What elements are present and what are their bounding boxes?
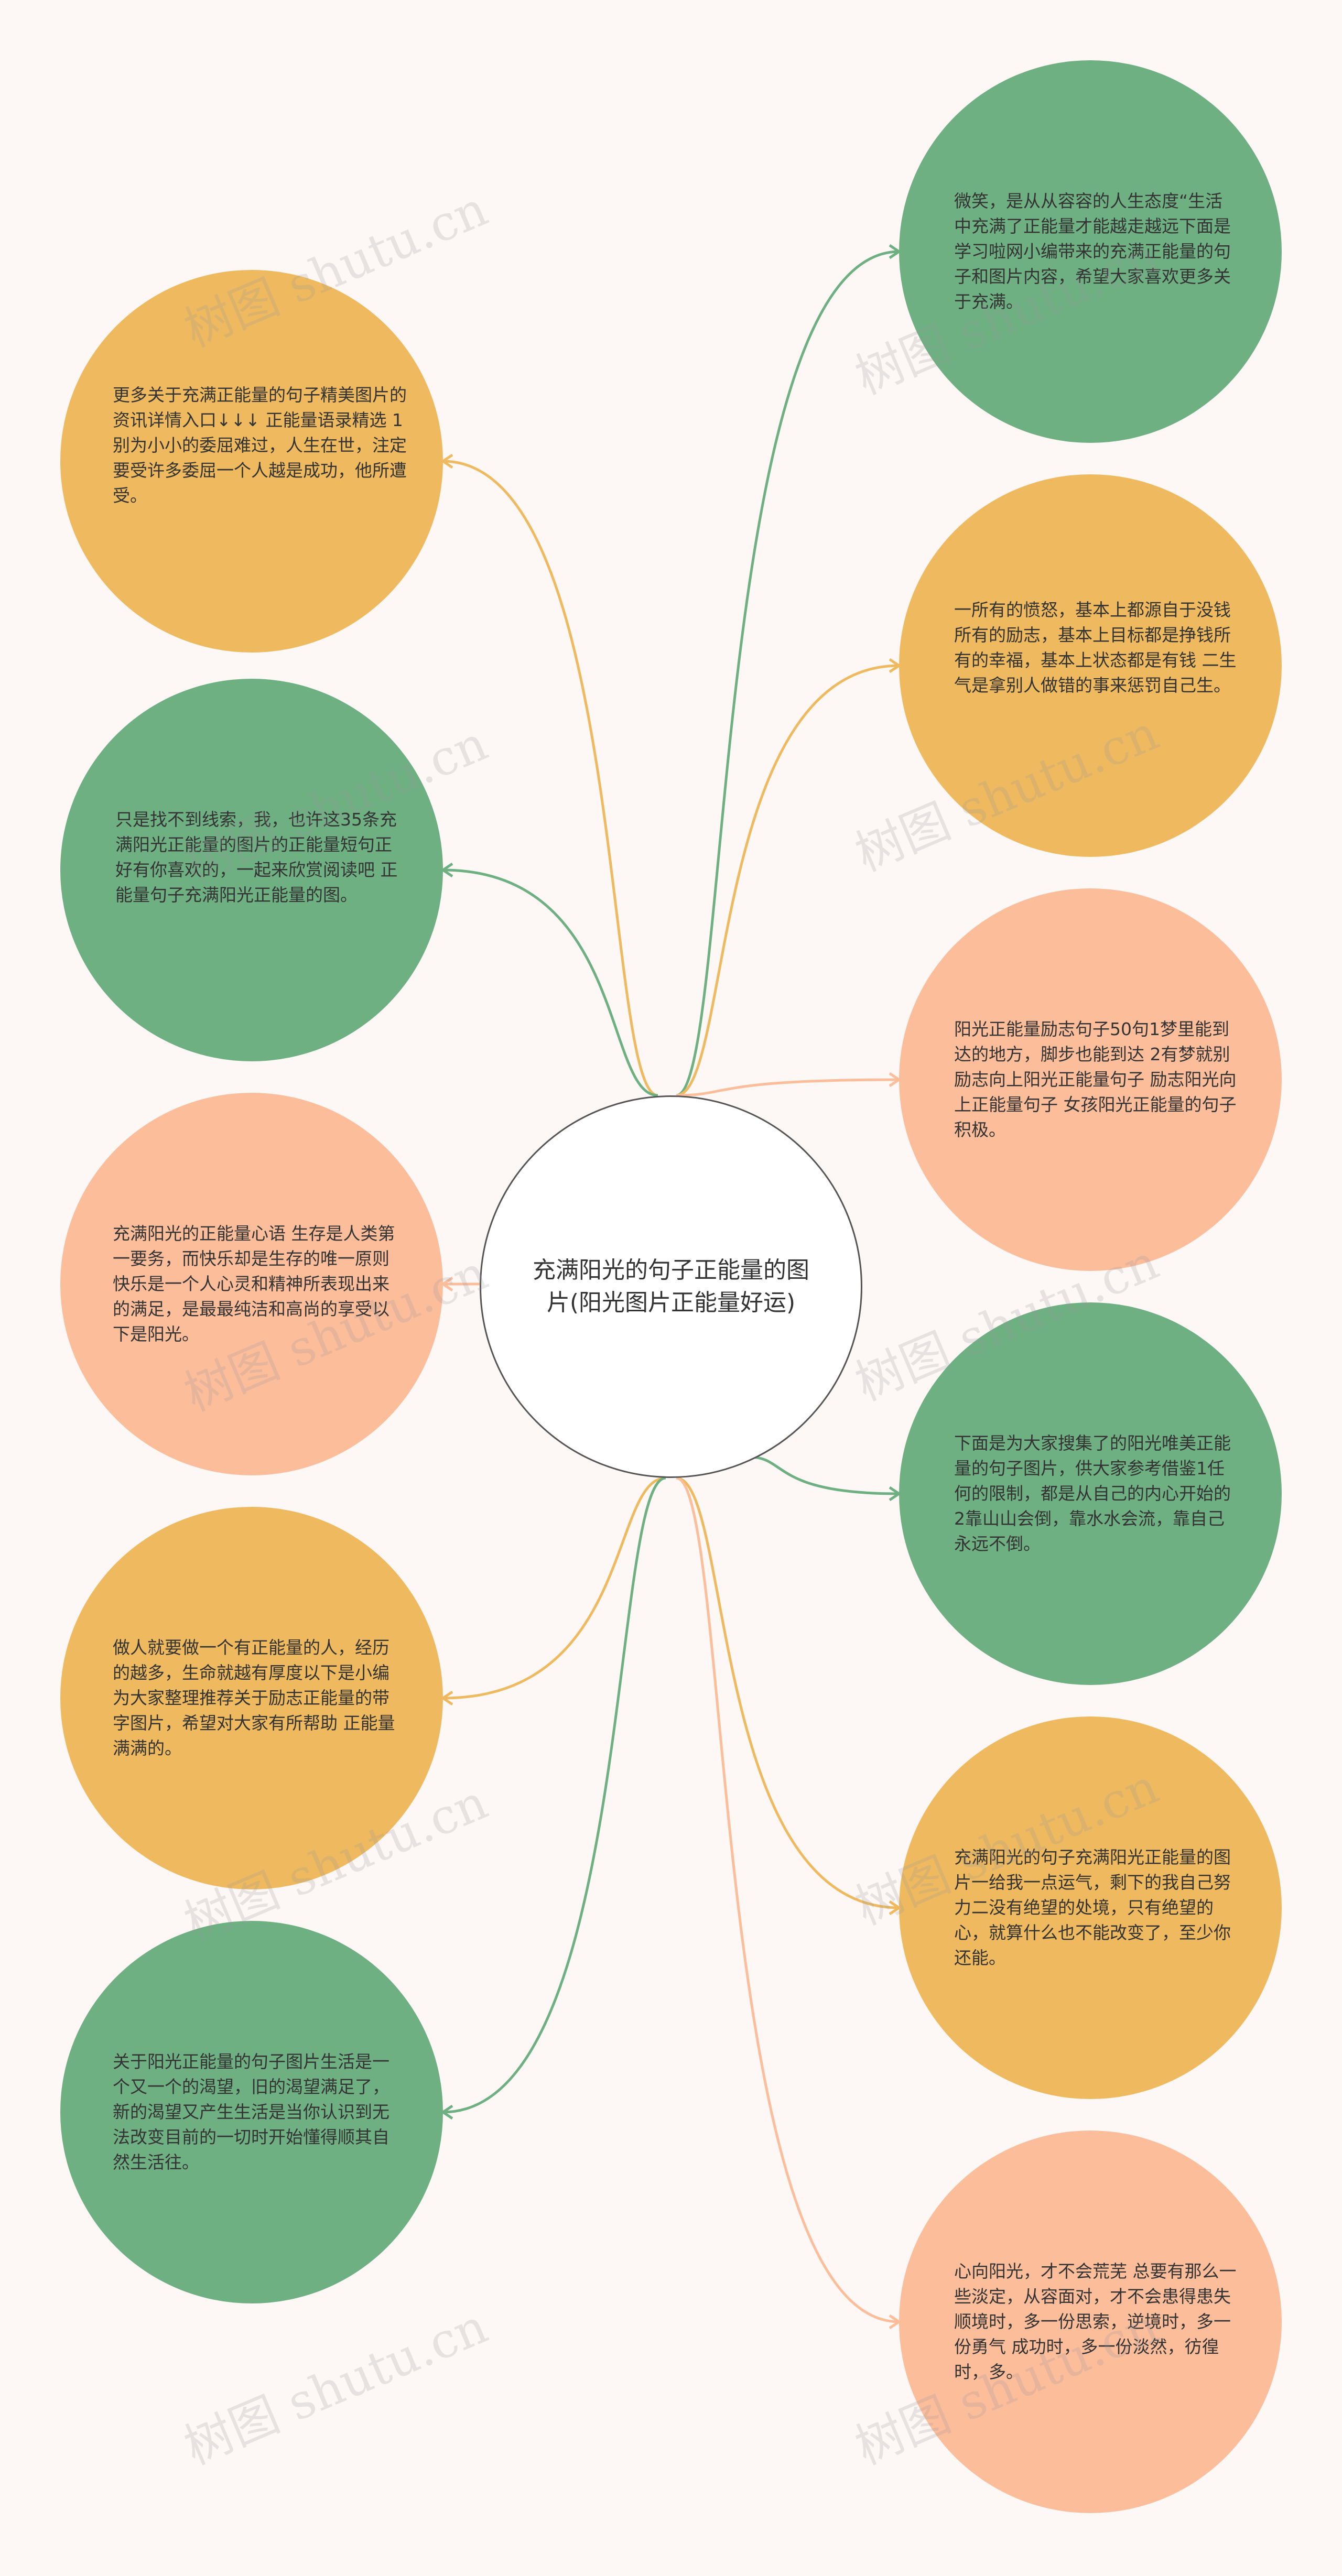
right-branch-node-2[interactable]: 一所有的愤怒，基本上都源自于没钱所有的励志，基本上目标都是挣钱所有的幸福，基本上… [899,474,1282,857]
connector-left-1-arrowhead [440,453,453,469]
connector-left-2 [442,868,658,1097]
connector-left-3-arrowhead [440,1276,453,1292]
left-branch-node-1[interactable]: 更多关于充满正能量的句子精美图片的资讯详情入口↓↓↓ 正能量语录精选 1 别为小… [60,270,443,653]
branch-text: 一所有的愤怒，基本上都源自于没钱所有的励志，基本上目标都是挣钱所有的幸福，基本上… [954,600,1237,695]
connector-left-4-arrowhead [440,1690,453,1706]
left-branch-node-3[interactable]: 充满阳光的正能量心语 生存是人类第一要务，而快乐却是生存的唯一原则快乐是一个人心… [60,1093,443,1475]
right-branch-node-1[interactable]: 微笑，是从从容容的人生态度“生活中充满了正能量才能越走越远下面是学习啦网小编带来… [899,60,1282,443]
left-branch-node-5[interactable]: 关于阳光正能量的句子图片生活是一个又一个的渴望，旧的渴望满足了，新的渴望又产生生… [60,1921,443,2303]
branch-text: 关于阳光正能量的句子图片生活是一个又一个的渴望，旧的渴望满足了，新的渴望又产生生… [113,2051,389,2172]
connector-right-4 [749,1455,900,1495]
connector-right-6 [676,1476,900,2323]
central-topic-title: 充满阳光的句子正能量的图片(阳光图片正能量好运) [533,1257,809,1316]
connector-right-2 [676,664,900,1097]
connector-left-5 [442,1476,666,2114]
branch-text: 充满阳光的句子充满阳光正能量的图片一给我一点运气，剩下的我自己努力二没有绝望的处… [954,1847,1231,1968]
right-branch-node-5[interactable]: 充满阳光的句子充满阳光正能量的图片一给我一点运气，剩下的我自己努力二没有绝望的处… [899,1716,1282,2099]
branch-text: 心向阳光，才不会荒芜 总要有那么一些淡定，从容面对，才不会患得患失 顺境时，多一… [954,2261,1237,2382]
branch-text: 更多关于充满正能量的句子精美图片的资讯详情入口↓↓↓ 正能量语录精选 1 别为小… [113,385,407,506]
right-branch-node-3[interactable]: 阳光正能量励志句子50句1梦里能到达的地方，脚步也能到达 2有梦就别 励志向上阳… [899,888,1282,1271]
connector-left-2-arrowhead [440,862,453,878]
connector-left-5-arrowhead [440,2104,453,2120]
connector-left-1 [442,460,658,1097]
left-branch-node-2[interactable]: 只是找不到线索，我，也许这35条充满阳光正能量的图片的正能量短句正好有你喜欢的，… [60,679,443,1061]
branch-text: 微笑，是从从容容的人生态度“生活中充满了正能量才能越走越远下面是学习啦网小编带来… [954,191,1231,312]
branch-text: 只是找不到线索，我，也许这35条充满阳光正能量的图片的正能量短句正好有你喜欢的，… [115,809,398,905]
branch-text: 阳光正能量励志句子50句1梦里能到达的地方，脚步也能到达 2有梦就别 励志向上阳… [954,1019,1237,1140]
branch-text: 充满阳光的正能量心语 生存是人类第一要务，而快乐却是生存的唯一原则快乐是一个人心… [113,1223,395,1344]
branch-text: 下面是为大家搜集了的阳光唯美正能量的句子图片，供大家参考借鉴1任何的限制，都是从… [954,1433,1231,1554]
right-branch-node-4[interactable]: 下面是为大家搜集了的阳光唯美正能量的句子图片，供大家参考借鉴1任何的限制，都是从… [899,1302,1282,1685]
connector-right-3 [676,1078,900,1097]
connector-left-4 [442,1476,666,1700]
branch-text: 做人就要做一个有正能量的人，经历的越多，生命就越有厚度以下是小编为大家整理推荐关… [113,1637,395,1758]
connector-right-5 [676,1476,900,1909]
right-branch-node-6[interactable]: 心向阳光，才不会荒芜 总要有那么一些淡定，从容面对，才不会患得患失 顺境时，多一… [899,2131,1282,2513]
connector-right-1 [676,250,900,1097]
left-branch-node-4[interactable]: 做人就要做一个有正能量的人，经历的越多，生命就越有厚度以下是小编为大家整理推荐关… [60,1507,443,1889]
central-topic-node[interactable]: 充满阳光的句子正能量的图片(阳光图片正能量好运) [480,1095,862,1478]
